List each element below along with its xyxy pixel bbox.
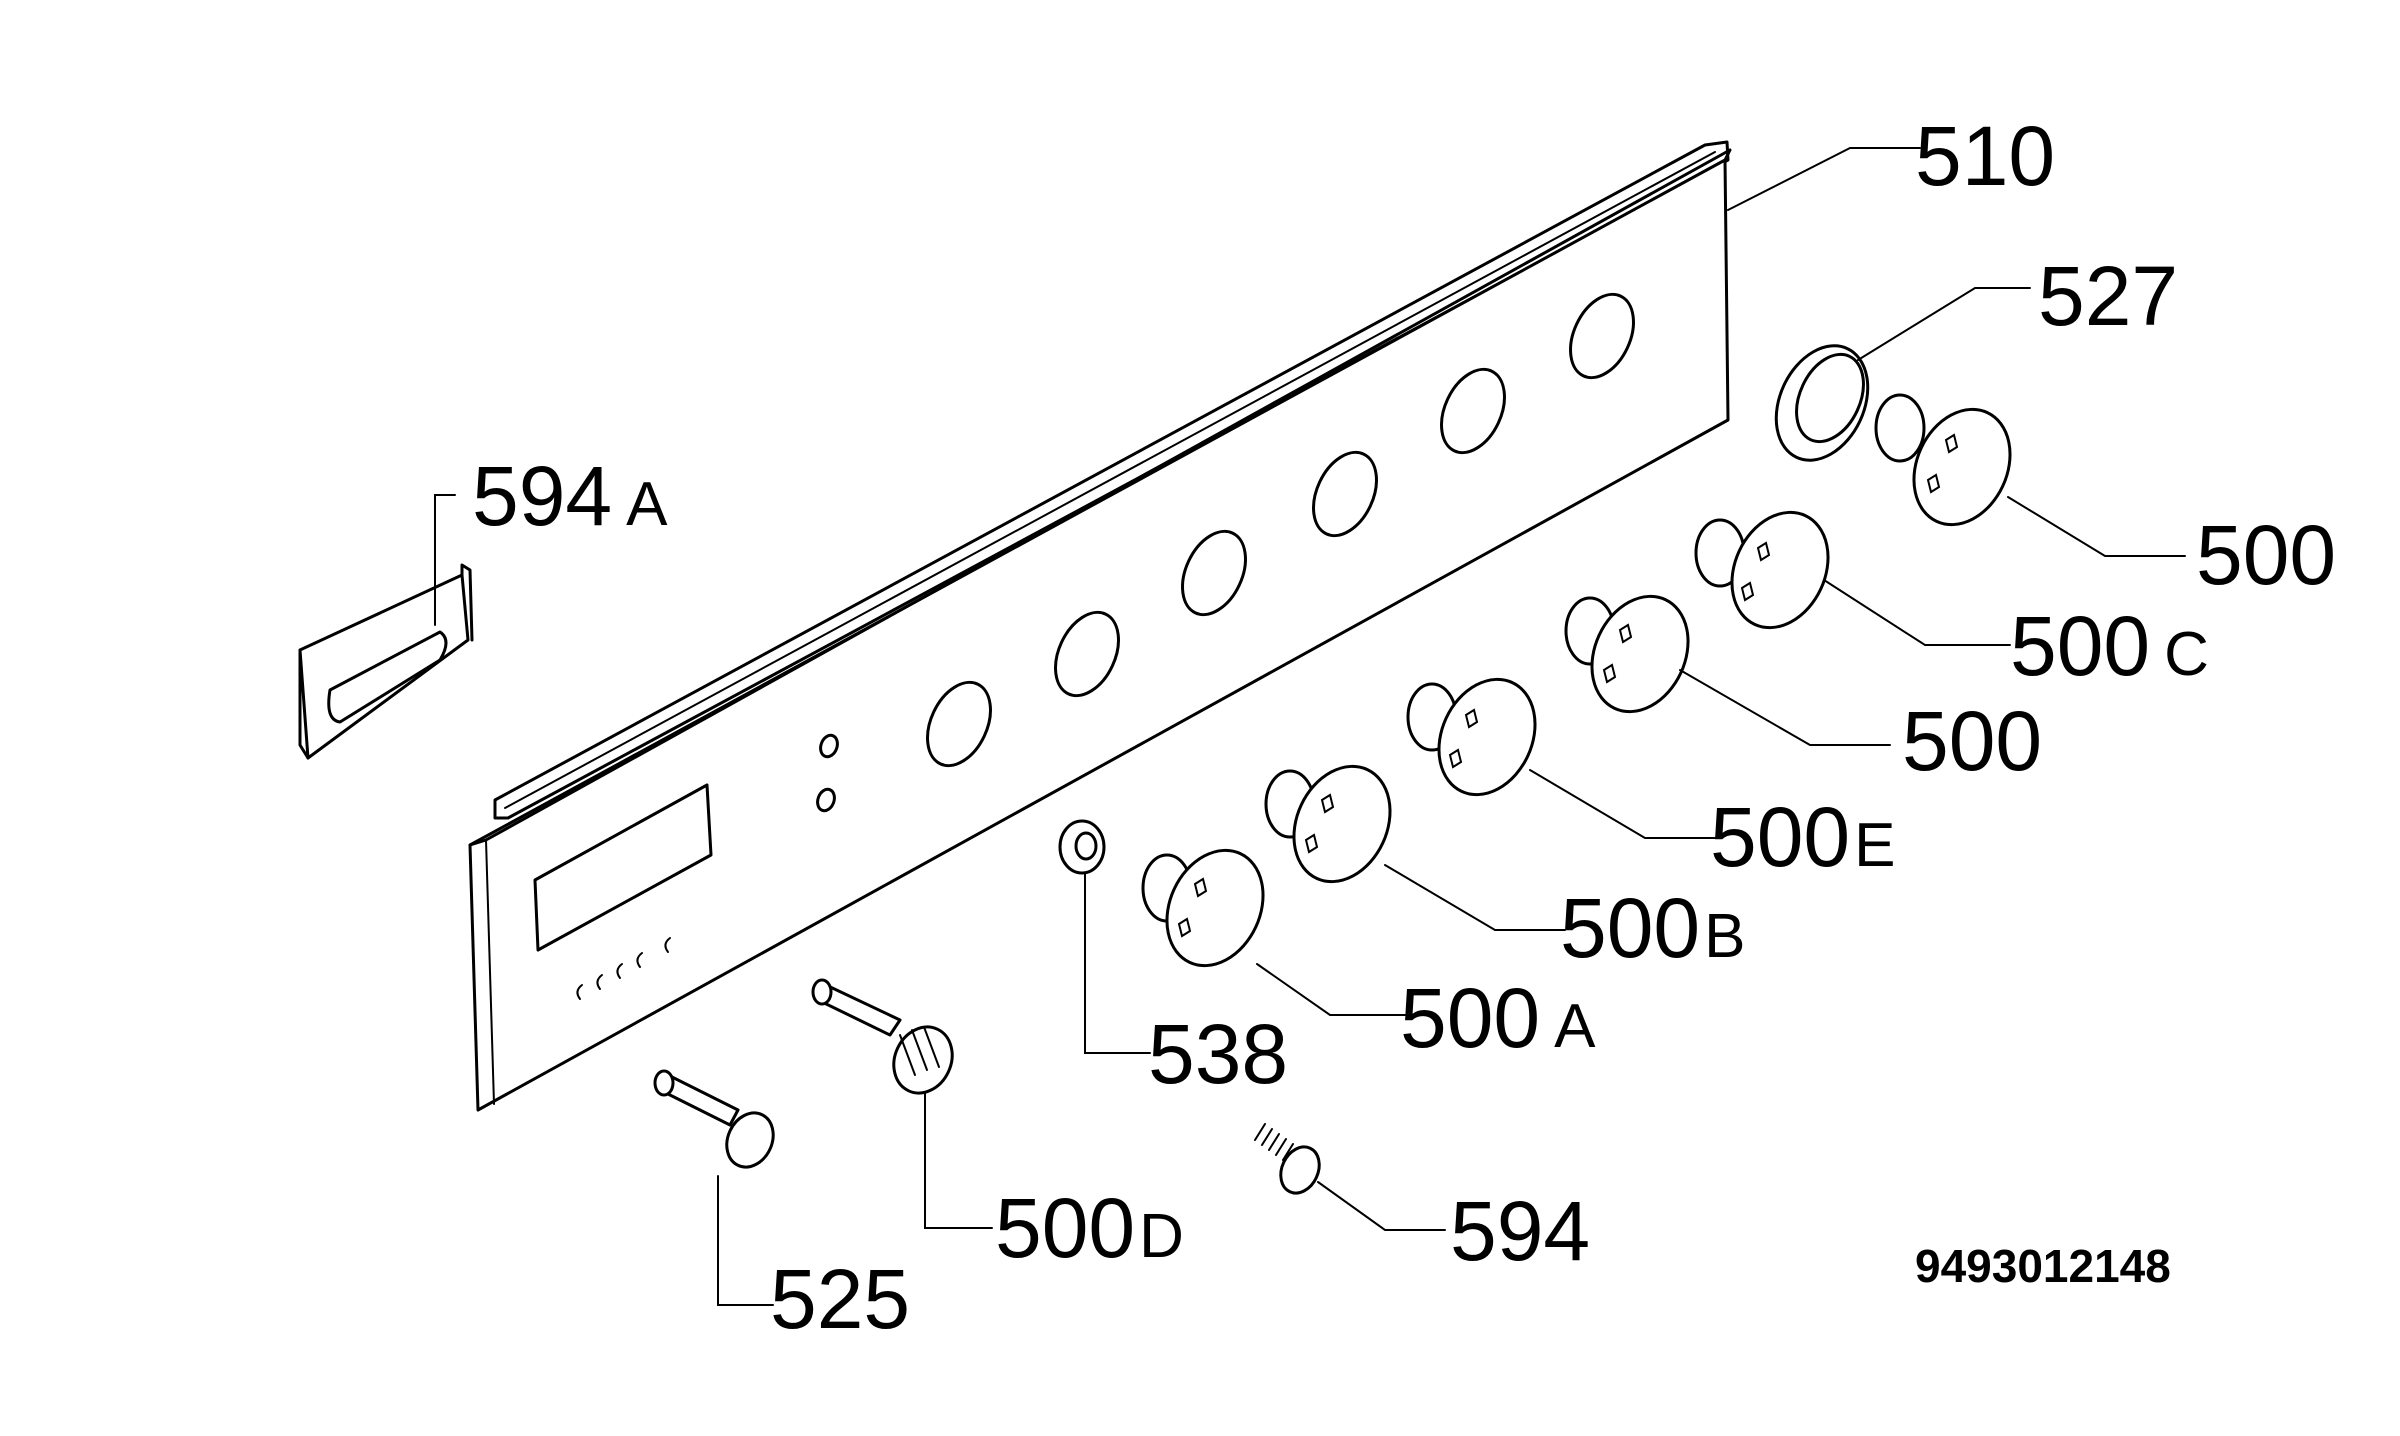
knob-500-mid bbox=[1564, 594, 1690, 714]
label-500d: 500D bbox=[995, 1181, 1184, 1275]
knob-500c bbox=[1694, 510, 1830, 630]
knob-500a bbox=[1141, 848, 1265, 968]
ring-527 bbox=[1774, 344, 1870, 462]
label-510: 510 bbox=[1915, 109, 2055, 203]
knob-500e bbox=[1406, 677, 1537, 797]
panel-buttons bbox=[576, 937, 671, 1000]
label-538: 538 bbox=[1148, 1007, 1288, 1101]
control-panel-510 bbox=[468, 140, 1732, 1112]
knob-holes bbox=[926, 292, 1635, 768]
label-500b: 500B bbox=[1560, 881, 1746, 975]
bush-538 bbox=[1058, 819, 1106, 875]
label-525: 525 bbox=[770, 1252, 910, 1346]
label-500e: 500E bbox=[1710, 790, 1896, 884]
shaft-500d bbox=[811, 978, 954, 1095]
clip-594a bbox=[298, 563, 474, 760]
label-594: 594 bbox=[1450, 1184, 1590, 1278]
label-500-top: 500 bbox=[2196, 508, 2336, 602]
label-500-mid: 500 bbox=[1902, 694, 2042, 788]
pin-525 bbox=[653, 1069, 775, 1169]
knob-500-top bbox=[1874, 393, 2012, 527]
knob-500b bbox=[1264, 764, 1392, 884]
spring-594 bbox=[1254, 1123, 1321, 1195]
document-number: 9493012148 bbox=[1915, 1240, 2171, 1292]
leader-lines bbox=[434, 147, 2186, 1306]
label-527: 527 bbox=[2038, 249, 2178, 343]
